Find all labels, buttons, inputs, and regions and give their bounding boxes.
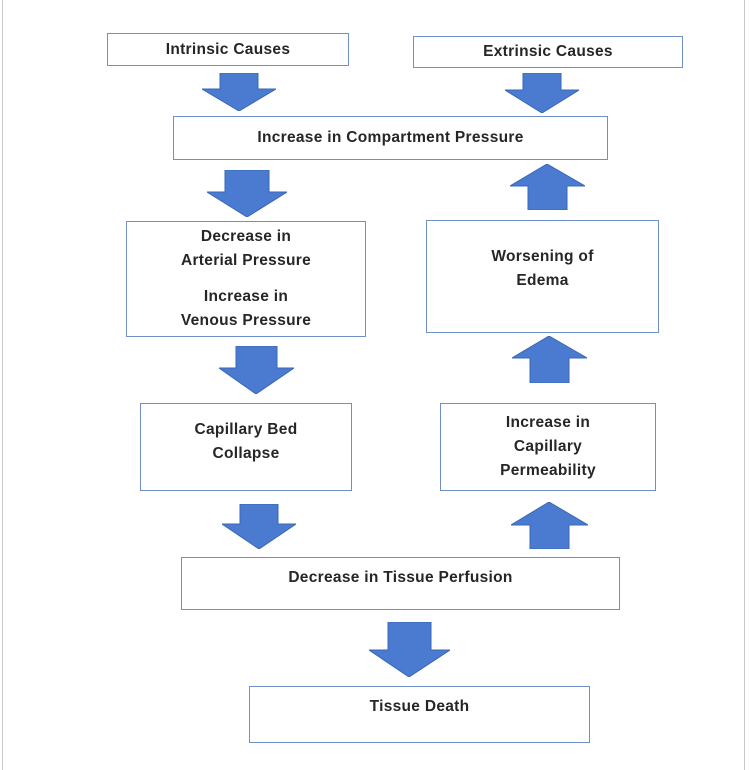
capillary-bed-collapse-box: Capillary Bed Collapse bbox=[140, 403, 352, 491]
edema-line-1: Worsening of bbox=[491, 248, 594, 265]
compartment-pressure-label: Increase in Compartment Pressure bbox=[257, 129, 524, 146]
arrow-permeability-to-edema bbox=[512, 336, 587, 383]
extrinsic-causes-label: Extrinsic Causes bbox=[483, 43, 613, 60]
capillary-collapse-line-2: Collapse bbox=[212, 445, 280, 462]
tissue-perfusion-box: Decrease in Tissue Perfusion bbox=[181, 557, 620, 610]
tissue-death-box: Tissue Death bbox=[249, 686, 590, 743]
arrow-intrinsic-to-compartment bbox=[202, 73, 276, 111]
capillary-collapse-line-1: Capillary Bed bbox=[194, 421, 298, 438]
arrow-perfusion-to-death bbox=[369, 622, 450, 677]
edema-line-2: Edema bbox=[516, 272, 569, 289]
permeability-line-1: Increase in bbox=[505, 414, 591, 431]
arrow-edema-to-compartment bbox=[510, 164, 585, 210]
capillary-permeability-box: Increase in Capillary Permeability bbox=[440, 403, 656, 491]
pressure-line-4: Venous Pressure bbox=[180, 312, 312, 329]
extrinsic-causes-box: Extrinsic Causes bbox=[413, 36, 683, 68]
intrinsic-causes-box: Intrinsic Causes bbox=[107, 33, 349, 66]
arrow-perfusion-to-permeability bbox=[511, 502, 588, 549]
pressure-line-2: Arterial Pressure bbox=[180, 252, 312, 269]
worsening-edema-box: Worsening of Edema bbox=[426, 220, 659, 333]
right-edge-line bbox=[744, 0, 745, 770]
permeability-line-2: Capillary bbox=[513, 438, 583, 455]
pressure-line-3: Increase in bbox=[203, 288, 289, 305]
arrow-pressure-to-collapse bbox=[219, 346, 294, 394]
tissue-perfusion-label: Decrease in Tissue Perfusion bbox=[288, 569, 513, 586]
arrow-compartment-to-pressure bbox=[207, 170, 287, 217]
pressure-line-1: Decrease in bbox=[200, 228, 292, 245]
arrow-collapse-to-perfusion bbox=[222, 504, 296, 549]
arterial-venous-pressure-box: Decrease in Arterial Pressure Increase i… bbox=[126, 221, 366, 337]
permeability-line-3: Permeability bbox=[500, 462, 596, 479]
compartment-pressure-box: Increase in Compartment Pressure bbox=[173, 116, 608, 160]
tissue-death-label: Tissue Death bbox=[369, 698, 470, 715]
arrow-extrinsic-to-compartment bbox=[505, 73, 579, 113]
left-edge-line bbox=[2, 0, 3, 770]
intrinsic-causes-label: Intrinsic Causes bbox=[165, 40, 291, 58]
